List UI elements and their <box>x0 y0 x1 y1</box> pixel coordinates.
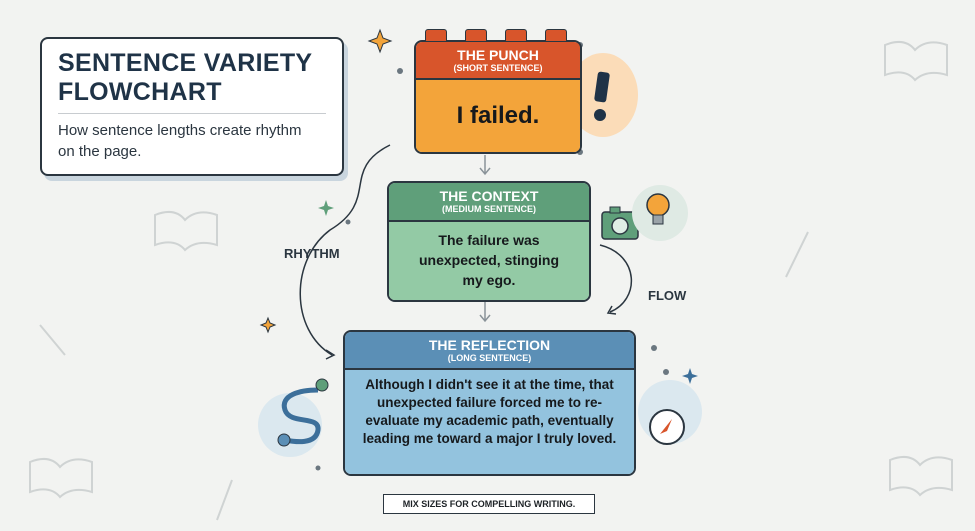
subtitle: How sentence lengths create rhythm on th… <box>58 122 302 160</box>
compass-icon <box>649 409 685 445</box>
divider <box>58 113 326 114</box>
flow-curve <box>599 244 633 313</box>
punch-subtitle: (SHORT SENTENCE) <box>453 63 543 73</box>
punch-text: I failed. <box>416 80 580 152</box>
lightbulb-icon <box>646 193 670 225</box>
context-box: THE CONTEXT (MEDIUM SENTENCE) The failur… <box>387 181 591 302</box>
rhythm-curve <box>299 144 391 356</box>
context-header: THE CONTEXT (MEDIUM SENTENCE) <box>389 183 589 222</box>
sparkle-icon <box>682 368 698 384</box>
reflection-title: THE REFLECTION <box>428 337 551 353</box>
flow-label: FLOW <box>648 288 687 303</box>
tip-banner: MIX SIZES FOR COMPELLING WRITING. <box>383 494 595 514</box>
punch-box: THE PUNCH (SHORT SENTENCE) I failed. <box>414 40 582 154</box>
context-title: THE CONTEXT <box>439 188 539 204</box>
camera-icon <box>601 206 639 240</box>
sparkle-icon <box>259 28 393 334</box>
reflection-box: THE REFLECTION (LONG SENTENCE) Although … <box>343 330 636 476</box>
page-title: SENTENCE VARIETY FLOWCHART <box>58 49 312 106</box>
pencil-icon <box>39 231 809 521</box>
exclamation-icon <box>594 71 610 103</box>
book-icon <box>29 40 953 521</box>
title-card: SENTENCE VARIETY FLOWCHART How sentence … <box>40 37 344 176</box>
rhythm-label: RHYTHM <box>284 246 340 261</box>
punch-header: THE PUNCH (SHORT SENTENCE) <box>416 42 580 80</box>
context-text: The failure was unexpected, stinging my … <box>389 222 589 300</box>
arrow-down-2 <box>479 302 491 323</box>
map-pin-icon <box>277 378 329 447</box>
reflection-header: THE REFLECTION (LONG SENTENCE) <box>345 332 634 370</box>
context-subtitle: (MEDIUM SENTENCE) <box>442 204 536 214</box>
block-studs <box>425 29 567 41</box>
punch-title: THE PUNCH <box>457 47 539 63</box>
path-icon <box>281 387 321 445</box>
sparkle-icon <box>318 200 334 216</box>
reflection-subtitle: (LONG SENTENCE) <box>447 353 532 363</box>
reflection-text: Although I didn't see it at the time, th… <box>345 370 634 474</box>
arrow-down-1 <box>479 155 491 176</box>
